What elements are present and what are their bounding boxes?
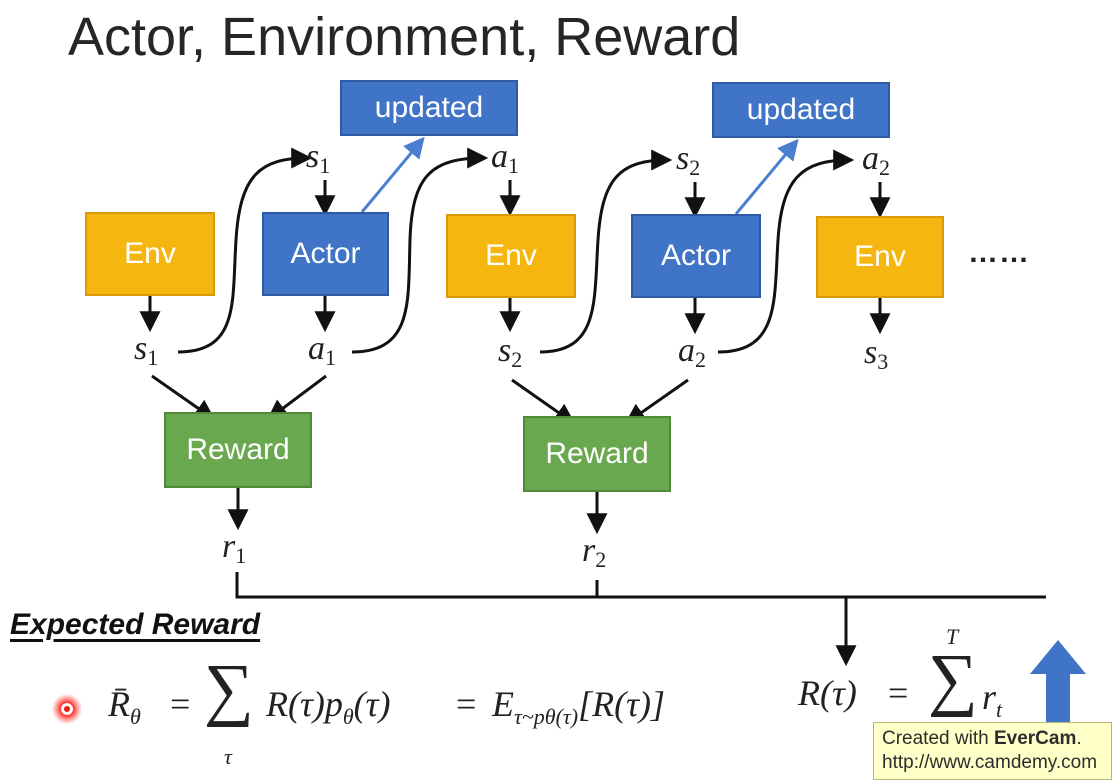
updated-box-1: updated [340, 80, 518, 136]
continuation-dots: …… [968, 236, 1030, 269]
arrow-s2-to-reward2 [511, 378, 576, 425]
return-lhs: R(τ) [798, 673, 857, 713]
return-sum: ∑ [928, 641, 978, 718]
actor-box-1: Actor [262, 212, 389, 296]
reward-box-1: Reward [164, 412, 312, 488]
label-a2-bottom: a2 [678, 332, 706, 372]
return-eq: = [888, 673, 909, 713]
label-a1-top: a1 [491, 138, 519, 178]
curve-a2-to-a2top [717, 149, 855, 354]
updated-box-2: updated [712, 82, 890, 138]
return-sum-upper: T [946, 624, 959, 649]
curve-s1-to-s1top [177, 147, 313, 354]
label-a2-top: a2 [862, 140, 890, 180]
actor-box-2: Actor [631, 214, 761, 298]
expected-reward-eq2: = [456, 684, 477, 724]
arrow-a1-to-reward1 [266, 374, 327, 421]
update-arrow-1 [360, 136, 425, 213]
expected-reward-expectation: Eτ~pθ(τ)[R(τ)] [492, 684, 665, 730]
curve-a1-to-a1top [351, 147, 489, 354]
watermark-line1: Created with EverCam. [882, 728, 1082, 749]
env-box-2: Env [446, 214, 576, 298]
label-s2-bottom: s2 [498, 332, 523, 372]
return-term: rt [982, 677, 1003, 723]
env-box-1: Env [85, 212, 215, 296]
increase-arrow-icon [1030, 640, 1086, 730]
evercam-watermark[interactable]: Created with EverCam. http://www.camdemy… [873, 722, 1112, 780]
arrow-s1-to-reward1 [151, 374, 216, 421]
label-s1-top: s1 [306, 138, 331, 178]
label-a1-bottom: a1 [308, 330, 336, 370]
expected-reward-sum: ∑ [204, 651, 254, 728]
expected-reward-eq: = [170, 684, 191, 724]
reward-box-2: Reward [523, 416, 671, 492]
label-r1: r1 [222, 528, 247, 568]
label-r2: r2 [582, 532, 607, 572]
label-s2-top: s2 [676, 140, 701, 180]
label-s3: s3 [864, 334, 889, 374]
laser-pointer-dot [52, 694, 82, 724]
watermark-url[interactable]: http://www.camdemy.com [882, 752, 1098, 773]
env-box-3: Env [816, 216, 944, 298]
expected-reward-lhs: R̄θ [108, 684, 141, 730]
update-arrow-2 [734, 138, 799, 215]
label-s1-bottom: s1 [134, 330, 159, 370]
page-title: Actor, Environment, Reward [68, 7, 741, 67]
expected-reward-heading: Expected Reward [10, 608, 261, 641]
arrow-a2-to-reward2 [624, 378, 689, 425]
curve-s2-to-s2top [539, 149, 673, 354]
expected-reward-sum-index: τ [224, 744, 232, 769]
sum-bracket [235, 572, 1046, 599]
expected-reward-term: R(τ)pθ(τ) [266, 684, 391, 730]
